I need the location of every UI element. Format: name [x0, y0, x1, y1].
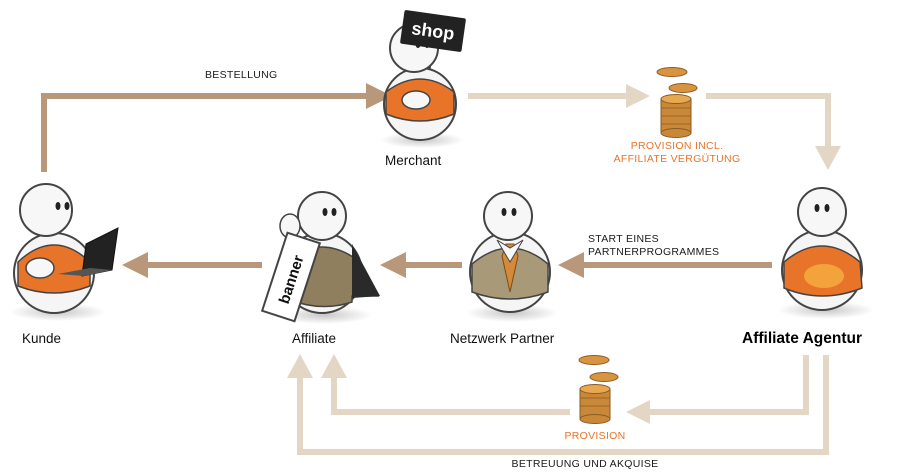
label-provision-incl-line1: PROVISION INCL.	[630, 140, 724, 152]
label-kunde: Kunde	[22, 331, 62, 346]
label-netzwerk-partner: Netzwerk Partner	[450, 331, 555, 346]
label-bestellung: BESTELLUNG	[205, 69, 278, 81]
arrow-netzwerk-to-affiliate	[380, 252, 462, 278]
laptop-icon	[58, 227, 119, 277]
coin-stack-bottom-icon	[578, 355, 619, 424]
label-betreuung-akquise: BETREUUNG UND AKQUISE	[511, 458, 659, 470]
merchant-figure	[380, 10, 466, 148]
arrow-betreuung	[287, 354, 829, 455]
affiliate-agentur-figure	[778, 187, 874, 319]
affiliate-figure	[260, 191, 380, 324]
arrow-coins-to-affiliate	[321, 354, 570, 415]
shop-sign	[400, 10, 466, 52]
arrow-coins-to-agentur	[706, 93, 841, 170]
banner-sign	[260, 231, 322, 323]
label-merchant: Merchant	[385, 153, 442, 168]
arrow-bestellung	[41, 83, 392, 172]
kunde-figure	[10, 183, 119, 321]
label-start-partnerprogramm: START EINES PARTNERPROGRAMMES	[588, 233, 719, 259]
netzwerk-partner-figure	[466, 191, 558, 322]
label-start-line2: PARTNERPROGRAMMES	[588, 246, 720, 259]
label-provision-incl: PROVISION INCL. AFFILIATE VERGÜTUNG	[582, 140, 772, 166]
coin-stack-top-icon	[656, 67, 698, 138]
label-affiliate: Affiliate	[292, 331, 337, 346]
arrow-affiliate-to-kunde	[122, 252, 262, 278]
arrow-agentur-to-coins	[626, 355, 809, 424]
label-provision-incl-line2: AFFILIATE VERGÜTUNG	[613, 153, 741, 166]
arrow-agentur-to-netzwerk	[558, 252, 772, 278]
label-affiliate-agentur: Affiliate Agentur	[742, 330, 862, 347]
arrow-merchant-to-coins	[468, 84, 650, 108]
label-provision: PROVISION	[564, 430, 626, 442]
label-start-line1: START EINES	[588, 233, 659, 245]
